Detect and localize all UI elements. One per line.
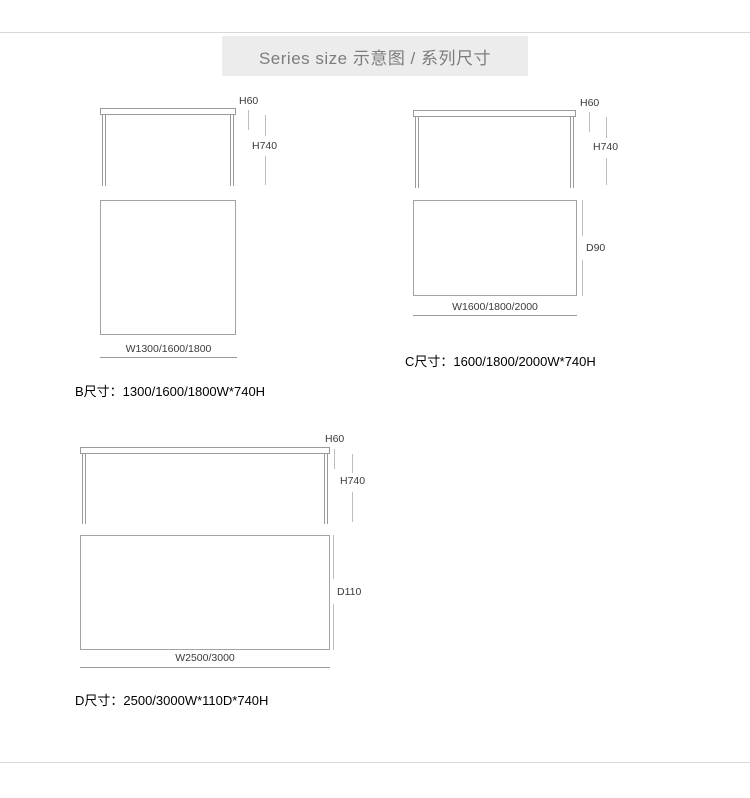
table-b-tabletop xyxy=(100,108,236,115)
table-c-height-dimension-line-lower xyxy=(606,158,607,185)
table-c-depth-dimension-line-lower xyxy=(582,260,583,296)
bottom-divider-line xyxy=(0,762,750,763)
table-b-width-dimension-line xyxy=(100,357,237,358)
table-d-caption: D尺寸：2500/3000W*110D*740H xyxy=(75,693,269,708)
table-b-height-dimension-line-lower xyxy=(265,156,266,185)
table-d-height-dimension-line-lower xyxy=(352,492,353,522)
table-b-left-leg xyxy=(102,115,106,186)
table-b-top-view xyxy=(100,200,236,335)
table-d-height-dimension-line-upper xyxy=(352,454,353,473)
table-c-caption: C尺寸：1600/1800/2000W*740H xyxy=(405,354,596,369)
table-d-height-label: H740 xyxy=(340,475,366,487)
table-c-right-leg xyxy=(570,117,574,188)
table-c-top-view xyxy=(413,200,577,296)
table-d-tabletop xyxy=(80,447,330,454)
table-d-depth-label: D110 xyxy=(337,586,362,598)
table-d-top-thickness-label: H60 xyxy=(325,433,345,445)
table-c-top-thickness-dimension-line xyxy=(589,112,590,132)
top-divider-line xyxy=(0,32,750,33)
table-c-depth-label: D90 xyxy=(586,242,606,254)
table-b-top-thickness-dimension-line xyxy=(248,110,249,130)
table-c-width-dimension-line xyxy=(413,315,577,316)
table-c-top-thickness-label: H60 xyxy=(580,97,600,109)
table-c-width-label: W1600/1800/2000 xyxy=(452,301,538,313)
table-d-width-label: W2500/3000 xyxy=(175,652,235,664)
table-b-height-label: H740 xyxy=(252,140,278,152)
table-d-front-view xyxy=(80,447,330,524)
table-c-tabletop xyxy=(413,110,576,117)
table-c-height-dimension-line-upper xyxy=(606,117,607,138)
table-b-height-dimension-line-upper xyxy=(265,115,266,136)
table-d-depth-dimension-line-lower xyxy=(333,604,334,650)
table-c-left-leg xyxy=(415,117,419,188)
page-title-box: Series size 示意图 / 系列尺寸 xyxy=(222,36,528,76)
table-b-right-leg xyxy=(230,115,234,186)
table-d-left-leg xyxy=(82,454,86,524)
page-title: Series size 示意图 / 系列尺寸 xyxy=(258,48,492,68)
table-c-depth-dimension-line-upper xyxy=(582,200,583,236)
table-d-depth-dimension-line-upper xyxy=(333,535,334,579)
table-b-top-thickness-label: H60 xyxy=(239,95,259,107)
table-c-front-view xyxy=(413,110,576,188)
table-b-caption: B尺寸：1300/1600/1800W*740H xyxy=(75,384,266,399)
table-d-top-thickness-dimension-line xyxy=(334,449,335,469)
table-c-height-label: H740 xyxy=(593,141,619,153)
table-b-width-label: W1300/1600/1800 xyxy=(125,343,212,355)
table-d-top-view xyxy=(80,535,330,650)
table-d-right-leg xyxy=(324,454,328,524)
table-b-front-view xyxy=(100,108,236,186)
table-d-width-dimension-line xyxy=(80,667,330,668)
